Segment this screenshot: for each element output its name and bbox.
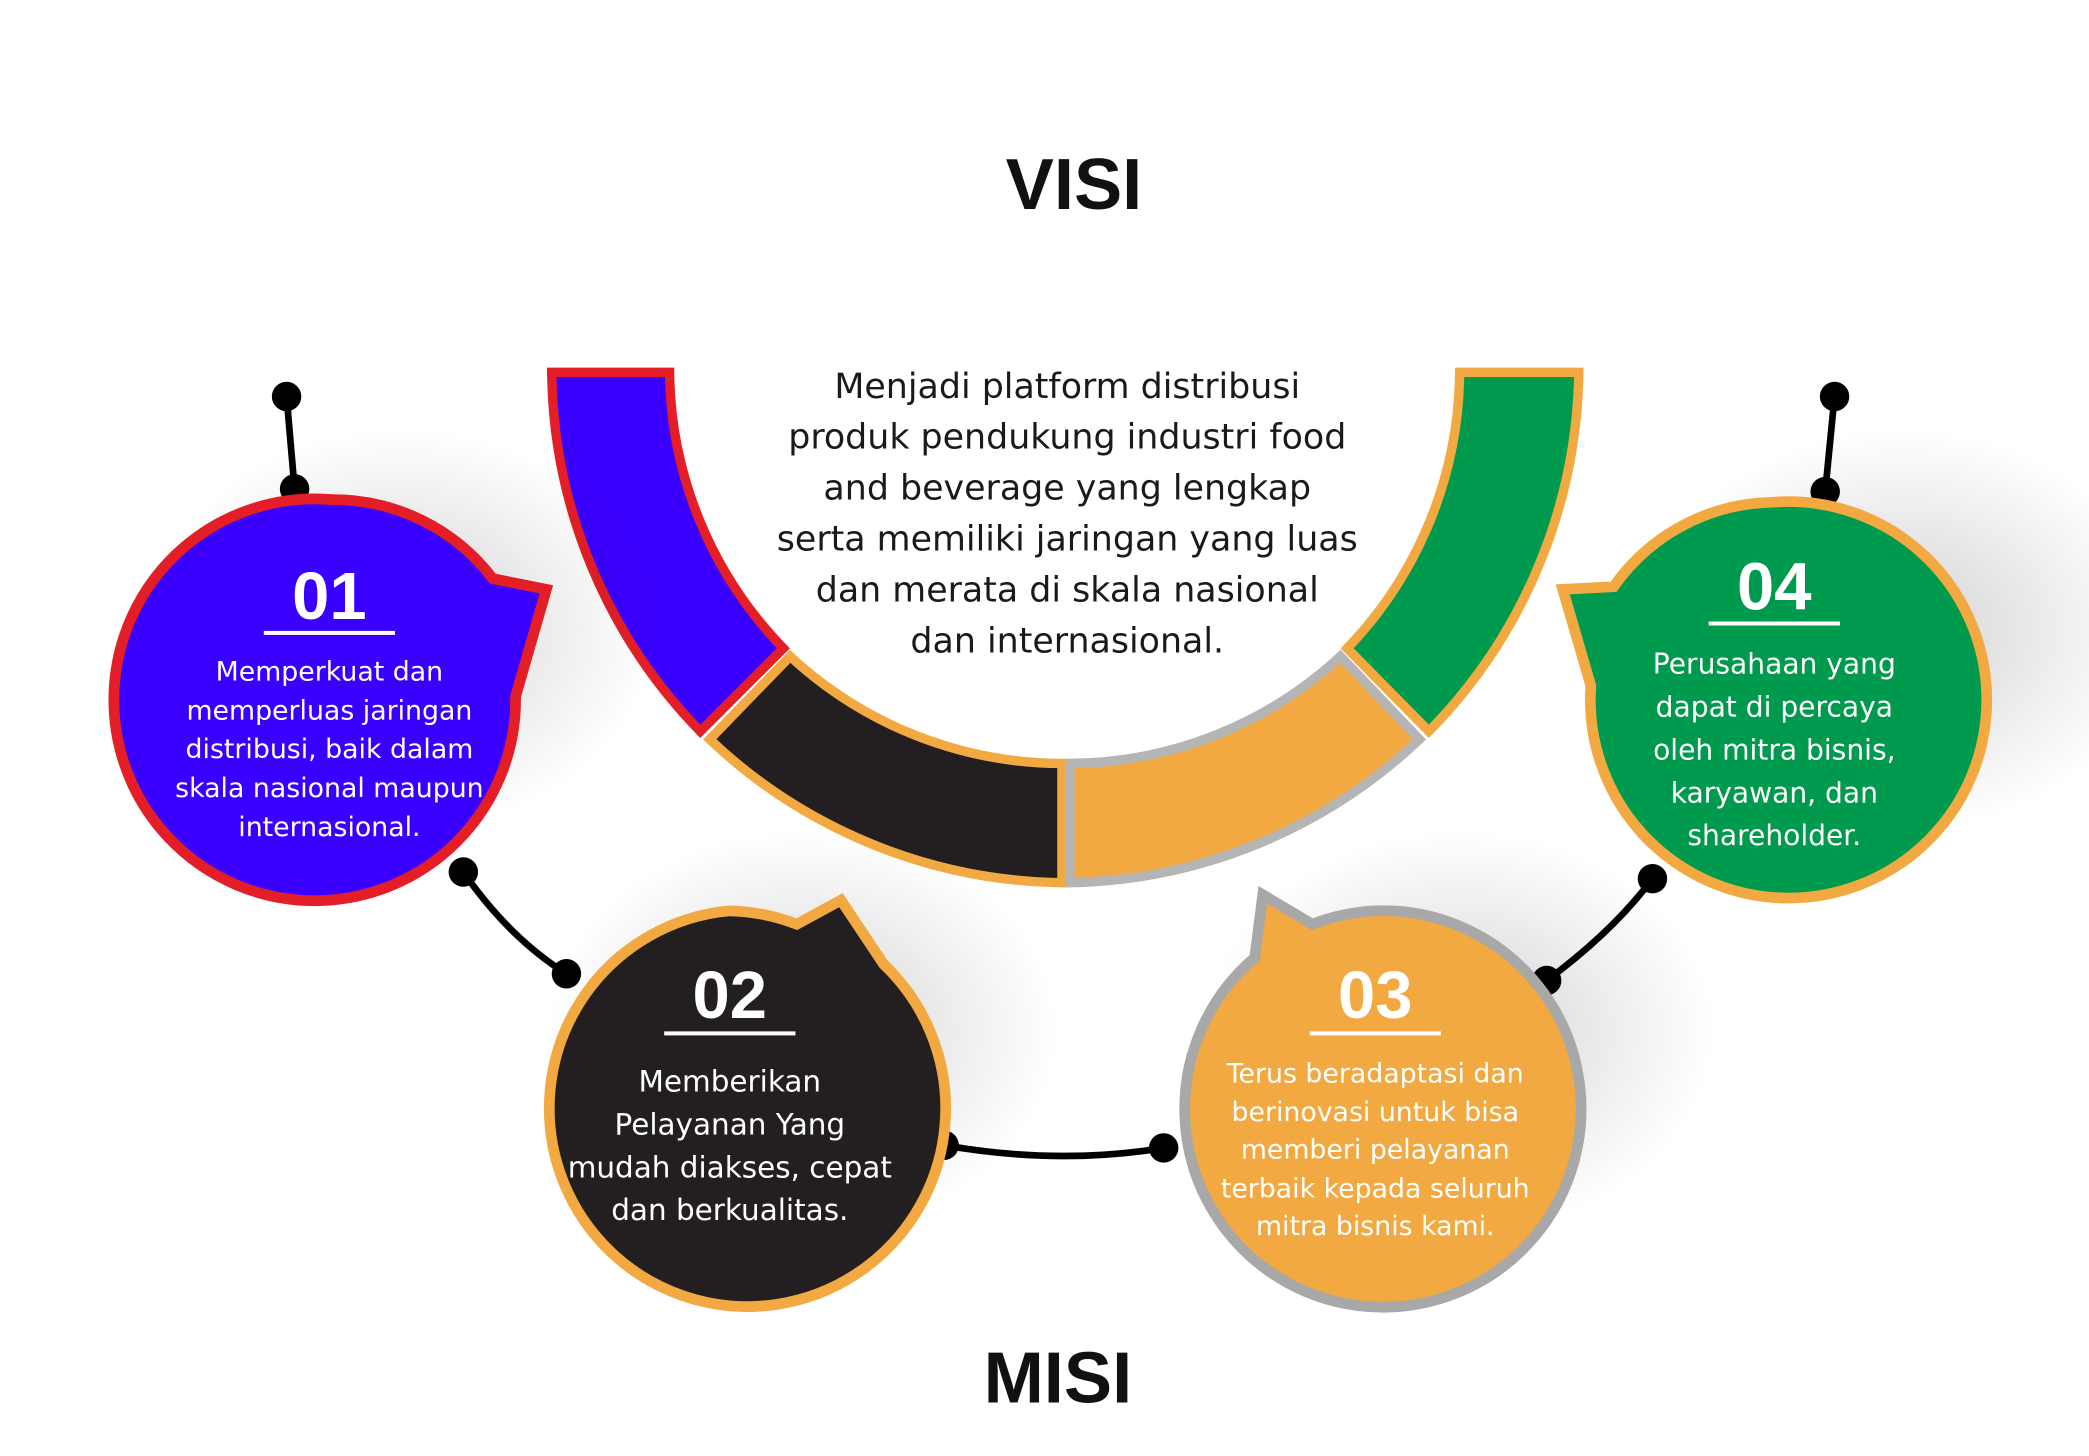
mission-line: memberi pelayanan <box>1241 1135 1510 1166</box>
mission-card-01: 01 Memperkuat dan memperluas jaringan di… <box>108 493 554 907</box>
vision-line: Menjadi platform distribusi <box>834 367 1300 407</box>
mission-number: 01 <box>292 559 366 634</box>
mission-line: Memperkuat dan <box>216 656 443 687</box>
mission-heading: MISI <box>984 1338 1133 1418</box>
speech-bubble-01 <box>108 493 554 907</box>
mission-line: shareholder. <box>1687 819 1861 852</box>
connector-dot <box>448 857 479 887</box>
mission-number: 04 <box>1737 549 1811 624</box>
vision-line: produk pendukung industri food <box>788 418 1346 458</box>
vision-line: and beverage yang lengkap <box>823 469 1311 509</box>
vision-arc <box>546 367 1584 888</box>
connector-01-02 <box>460 870 569 977</box>
mission-line: distribusi, baik dalam <box>186 734 474 765</box>
mission-number: 03 <box>1338 958 1412 1033</box>
mission-line: mitra bisnis kami. <box>1256 1211 1495 1242</box>
mission-line: berinovasi untuk bisa <box>1232 1097 1520 1128</box>
mission-line: terbaik kepada seluruh <box>1221 1173 1530 1204</box>
arc-segment-green <box>1340 367 1584 739</box>
arc-segment-black <box>703 649 1067 888</box>
vision-text: Menjadi platform distribusi produk pendu… <box>777 367 1358 662</box>
mission-line: dan berkualitas. <box>611 1193 848 1227</box>
connector-dot <box>1148 1133 1179 1163</box>
mission-line: dapat di percaya <box>1656 691 1893 724</box>
mission-card-02: 02 Memberikan Pelayanan Yang mudah diaks… <box>543 893 951 1312</box>
vision-line: serta memiliki jaringan yang luas <box>777 520 1358 560</box>
mission-card-03: 03 Terus beradaptasi dan berinovasi untu… <box>1179 885 1587 1313</box>
number-underline <box>1309 1031 1441 1036</box>
speech-bubble-03 <box>1179 885 1587 1313</box>
mission-line: oleh mitra bisnis, <box>1653 733 1895 766</box>
arc-segment-orange <box>1065 649 1427 888</box>
mission-line: Pelayanan Yang <box>615 1108 846 1142</box>
vision-line: dan merata di skala nasional <box>816 570 1319 610</box>
speech-bubble-04 <box>1555 496 1993 904</box>
connector-dot <box>271 381 302 412</box>
mission-card-04: 04 Perusahaan yang dapat di percaya oleh… <box>1555 496 1993 904</box>
mission-number: 02 <box>693 958 767 1033</box>
number-underline <box>263 630 396 635</box>
mission-line: karyawan, dan <box>1671 776 1878 809</box>
mission-line: Perusahaan yang <box>1653 648 1896 681</box>
speech-bubble-02 <box>543 893 951 1312</box>
mission-line: mudah diakses, cepat <box>568 1150 892 1184</box>
connector-dot <box>1819 381 1850 412</box>
number-underline <box>1708 621 1840 626</box>
mission-line: memperluas jaringan <box>186 695 472 726</box>
vision-line: dan internasional. <box>910 621 1224 661</box>
connector-dot <box>1637 863 1668 894</box>
mission-line: Memberikan <box>639 1065 822 1099</box>
mission-line: internasional. <box>238 812 420 843</box>
mission-line: skala nasional maupun <box>175 773 483 804</box>
mission-line: Terus beradaptasi dan <box>1226 1058 1524 1089</box>
vision-heading: VISI <box>1006 145 1143 225</box>
number-underline <box>664 1031 796 1036</box>
